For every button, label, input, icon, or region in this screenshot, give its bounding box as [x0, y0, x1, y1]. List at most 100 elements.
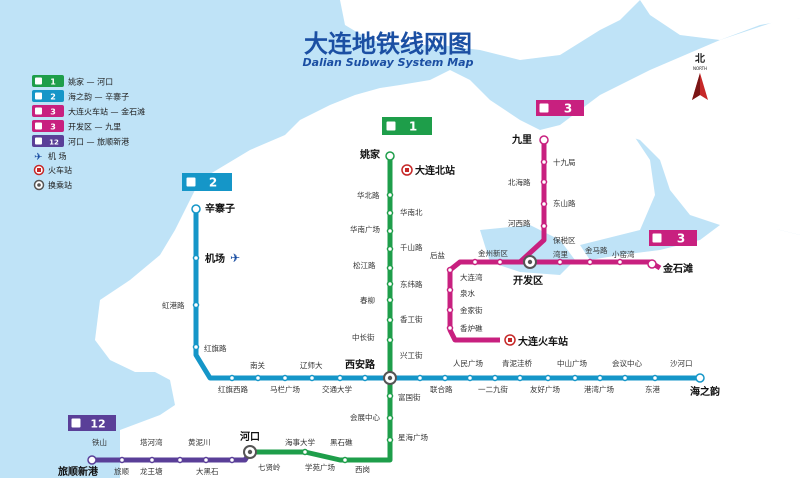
- station-label: 七贤岭: [258, 462, 281, 472]
- station-label: 西安路: [345, 358, 376, 371]
- station-dot: [148, 456, 156, 464]
- legend-line-text: 海之韵 — 辛寨子: [68, 92, 129, 102]
- train-icon: [652, 233, 662, 243]
- station-label: 会展中心: [350, 412, 380, 422]
- station-label: 后盐: [430, 250, 445, 260]
- line2-stations: [191, 204, 705, 383]
- station-dot: [386, 245, 394, 253]
- station-label: 沙河口: [670, 359, 693, 368]
- station-label: 春柳: [360, 295, 375, 305]
- station-label: 北海路: [508, 177, 531, 187]
- line3-badge-north: 3: [536, 100, 584, 116]
- station-label: 中长街: [352, 332, 375, 342]
- station-label: 西岗: [355, 465, 370, 474]
- map-title: 大连地铁线网图: [304, 30, 472, 58]
- station-dot: [386, 296, 394, 304]
- station-dot: [118, 456, 126, 464]
- railway-station-icon: [401, 164, 413, 176]
- station-label: 大连火车站: [518, 335, 568, 348]
- station-label: 星海广场: [398, 432, 428, 442]
- station-dot: [385, 151, 395, 161]
- station-dot: [621, 374, 629, 382]
- station-label: 一二九街: [478, 384, 508, 394]
- transfer-station-kaifaqu: [523, 255, 537, 269]
- station-label: 大连湾: [460, 272, 483, 282]
- station-label: 学苑广场: [305, 462, 335, 472]
- line1-track: [250, 155, 393, 463]
- station-label: 华南北: [400, 207, 423, 217]
- station-dot: [416, 374, 424, 382]
- legend-line-num: 1: [50, 78, 56, 87]
- legend-railway-text: 火车站: [48, 165, 72, 175]
- legend-line-text: 姚家 — 河口: [68, 77, 113, 87]
- station-label: 金家街: [460, 305, 483, 315]
- transfer-station-xianlu: [383, 371, 397, 385]
- land-mass-peninsula: [560, 18, 800, 235]
- station-label: 富国街: [398, 392, 421, 402]
- legend-line-num: 3: [50, 108, 56, 117]
- line1-stations: [301, 151, 395, 464]
- station-dot: [496, 258, 504, 266]
- legend-line-text: 大连火车站 — 金石滩: [68, 107, 145, 117]
- train-icon: [35, 92, 42, 100]
- station-dot: [202, 456, 210, 464]
- legend-line-num: 12: [49, 139, 59, 147]
- station-label: 海之韵: [690, 385, 720, 398]
- land-mass-north: [340, 0, 640, 60]
- legend-item-line3a: 3 大连火车站 — 金石滩: [32, 105, 145, 117]
- station-label: 旅顺新港: [58, 465, 99, 478]
- station-dot: [361, 374, 369, 382]
- station-label: 九里: [511, 133, 532, 146]
- legend-item-railway: 火车站: [33, 164, 72, 176]
- station-dot: [386, 414, 394, 422]
- station-dot: [471, 258, 479, 266]
- station-dot: [386, 336, 394, 344]
- line1-badge-num: 1: [409, 120, 417, 134]
- station-label: 红旗西路: [218, 384, 248, 394]
- legend-item-line1: 1 姚家 — 河口: [32, 75, 113, 87]
- station-label: 东山路: [553, 198, 576, 208]
- station-label: 青泥洼桥: [502, 358, 532, 368]
- station-label: 黑石礁: [330, 437, 353, 447]
- station-dot: [539, 135, 549, 145]
- station-label: 金马路: [585, 245, 608, 255]
- station-dot: [540, 158, 548, 166]
- station-label: 大连北站: [415, 164, 455, 177]
- legend-line-text: 开发区 — 九里: [68, 122, 121, 132]
- station-label: 小窑湾: [612, 249, 635, 259]
- station-dot: [647, 259, 657, 269]
- line12-badge: 12: [68, 415, 116, 431]
- station-label: 十九局: [553, 157, 576, 167]
- station-dot: [228, 374, 236, 382]
- station-dot: [281, 374, 289, 382]
- station-label: 保税区: [553, 235, 576, 245]
- station-label: 香炉礁: [460, 323, 483, 333]
- station-label: 南关: [250, 360, 265, 370]
- station-label: 塔河湾: [140, 437, 163, 447]
- station-dot: [441, 374, 449, 382]
- station-dot: [466, 374, 474, 382]
- station-dot: [446, 306, 454, 314]
- station-label: 河西路: [508, 218, 531, 228]
- legend-item-line3b: 3 开发区 — 九里: [32, 120, 121, 132]
- compass-label-en: NORTH: [693, 66, 707, 71]
- station-label: 机场: [205, 252, 225, 265]
- station-dot: [491, 374, 499, 382]
- train-icon: [35, 107, 42, 115]
- train-icon: [35, 137, 42, 145]
- station-label: 马栏广场: [270, 384, 300, 394]
- station-dot: [176, 456, 184, 464]
- legend-line-num: 3: [50, 123, 56, 132]
- station-dot: [87, 455, 97, 465]
- station-dot: [228, 456, 236, 464]
- station-label: 香工街: [400, 314, 423, 324]
- legend-line-text: 河口 — 旅顺新港: [68, 137, 129, 147]
- train-icon: [35, 77, 42, 85]
- station-dot: [254, 374, 262, 382]
- line3-track-branch: [518, 138, 547, 264]
- train-icon: [539, 103, 549, 113]
- station-dot: [540, 178, 548, 186]
- train-icon: [35, 122, 42, 130]
- station-label: 辛寨子: [205, 202, 235, 215]
